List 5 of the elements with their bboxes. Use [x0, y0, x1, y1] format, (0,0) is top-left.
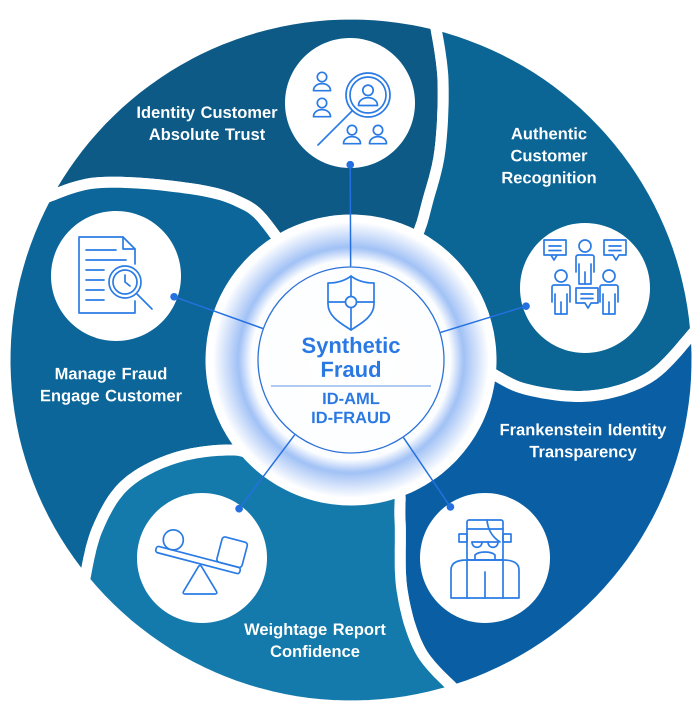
- connector-line: [170, 292, 264, 330]
- connector-line: [346, 160, 354, 266]
- connector-line: [402, 437, 454, 511]
- connector-line: [235, 434, 296, 512]
- connector-line: [440, 302, 530, 334]
